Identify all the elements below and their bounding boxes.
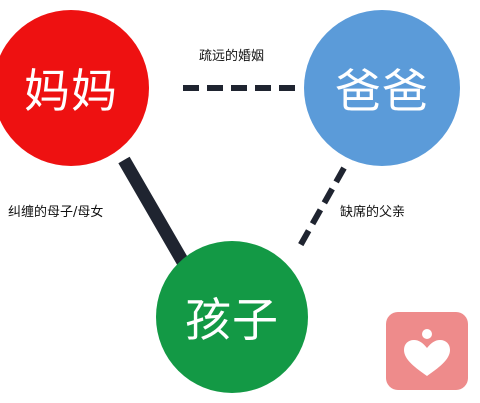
father-child-dashed-line xyxy=(297,166,347,248)
child-label: 孩子 xyxy=(185,293,279,347)
marriage-label: 疏远的婚姻 xyxy=(199,49,265,64)
dad-node: 爸爸 xyxy=(304,10,460,166)
mom-node: 妈妈 xyxy=(0,10,149,166)
heart-person-icon xyxy=(386,312,468,390)
mother-child-label: 纠缠的母子/母女 xyxy=(8,205,104,220)
dad-label: 爸爸 xyxy=(335,64,429,118)
father-child-label: 缺席的父亲 xyxy=(340,205,406,220)
child-node: 孩子 xyxy=(156,241,308,393)
mom-label: 妈妈 xyxy=(24,64,118,118)
mother-child-solid-line xyxy=(118,156,189,266)
